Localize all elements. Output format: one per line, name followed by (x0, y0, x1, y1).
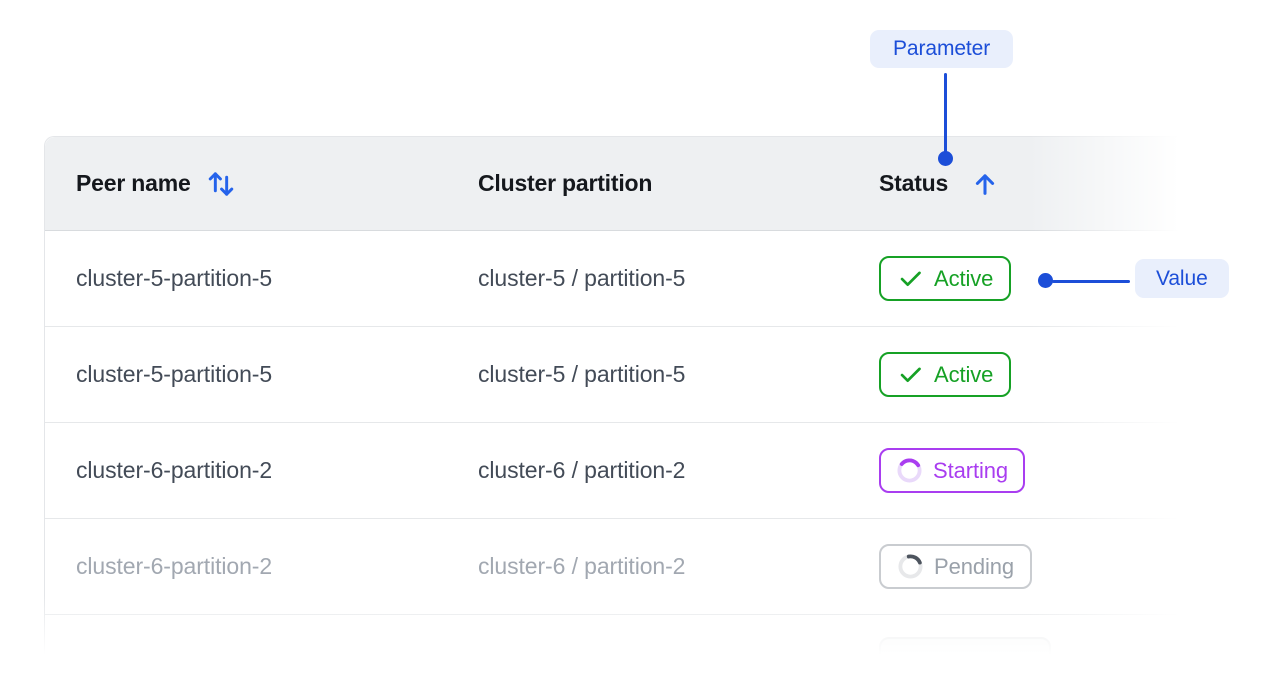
value-callout: Value (1135, 259, 1229, 298)
status-cell: Pending (879, 544, 1204, 589)
status-badge-active[interactable]: Active (879, 256, 1012, 301)
table-row: cluster-5-partition-5 cluster-5 / partit… (45, 231, 1204, 327)
status-badge-starting[interactable]: Starting (879, 448, 1026, 493)
parameter-connector-line (944, 73, 947, 153)
status-cell: Starting (879, 448, 1204, 493)
column-label: Cluster partition (478, 170, 653, 196)
cluster-partition-cell: cluster-6 / partition-2 (478, 553, 686, 579)
status-cell: Active (879, 352, 1204, 397)
status-badge-faded (879, 637, 1051, 682)
cluster-partition-cell: cluster-6 / partition-2 (478, 457, 686, 483)
check-icon (900, 367, 921, 383)
cluster-partition-cell: cluster-5 / partition-5 (478, 265, 686, 291)
status-label: Pending (934, 553, 1015, 579)
table-header: Peer name Cluster partition Status (45, 137, 1204, 231)
status-cell (879, 637, 1204, 688)
peers-table: Peer name Cluster partition Status clust… (44, 136, 1204, 688)
table-row-partial (45, 615, 1204, 688)
status-label: Active (934, 361, 994, 387)
status-badge-active[interactable]: Active (879, 352, 1012, 397)
parameter-callout: Parameter (870, 30, 1014, 68)
parameter-connector-dot (938, 151, 953, 166)
cluster-partition-cell: cluster-5 / partition-5 (478, 361, 686, 387)
sort-both-icon[interactable] (206, 167, 236, 201)
check-icon (900, 271, 921, 287)
peer-name-cell: cluster-5-partition-5 (76, 265, 273, 291)
value-connector-dot (1038, 273, 1053, 288)
status-badge-pending[interactable]: Pending (879, 544, 1033, 589)
status-label: Active (934, 265, 994, 291)
status-cell: Active (879, 256, 1204, 301)
column-label: Status (879, 170, 949, 196)
column-header-cluster-partition[interactable]: Cluster partition (478, 170, 879, 197)
column-header-peer-name[interactable]: Peer name (45, 167, 478, 201)
spinner-icon (897, 458, 922, 483)
sort-ascending-icon[interactable] (971, 168, 999, 200)
table-row: cluster-6-partition-2 cluster-6 / partit… (45, 423, 1204, 519)
table-row: cluster-6-partition-2 cluster-6 / partit… (45, 519, 1204, 615)
value-connector-line (1052, 280, 1130, 283)
peer-name-cell: cluster-6-partition-2 (76, 553, 273, 579)
spinner-icon (898, 554, 923, 579)
status-label: Starting (933, 457, 1009, 483)
peer-name-cell: cluster-5-partition-5 (76, 361, 273, 387)
peer-name-cell: cluster-6-partition-2 (76, 457, 273, 483)
column-header-status[interactable]: Status (879, 168, 1204, 200)
table-row: cluster-5-partition-5 cluster-5 / partit… (45, 327, 1204, 423)
column-label: Peer name (76, 170, 191, 196)
